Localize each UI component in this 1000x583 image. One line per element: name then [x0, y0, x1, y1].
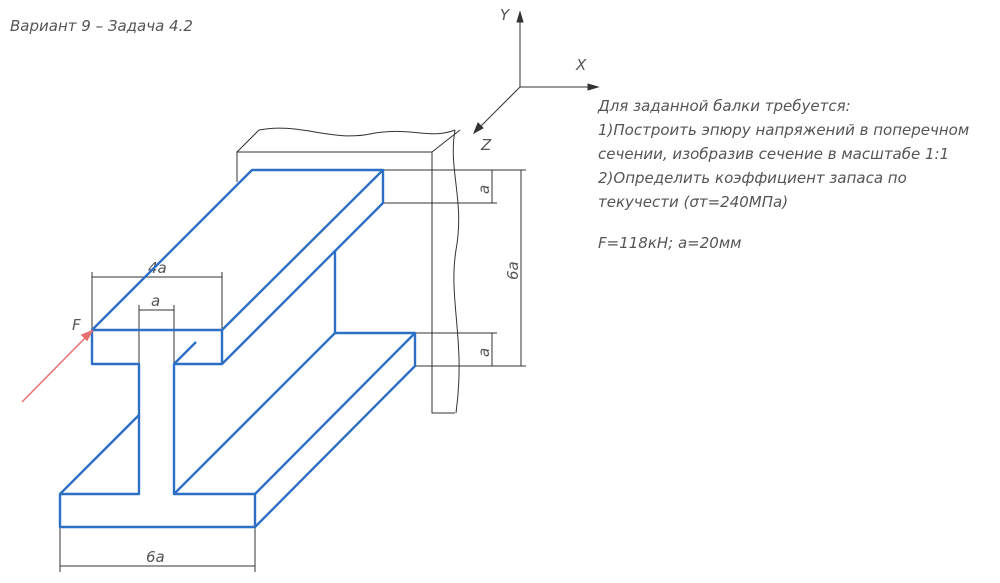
dim-bottom-thickness: a — [475, 348, 493, 357]
task-text: Для заданной балки требуется: 1)Построит… — [597, 97, 969, 252]
coordinate-axes — [473, 10, 600, 135]
dimension-lines — [59, 169, 526, 572]
task-params: F=118кН; a=20мм — [598, 234, 741, 252]
task-line: Для заданной балки требуется: — [597, 97, 851, 115]
axis-x-label: X — [575, 56, 587, 74]
dim-web-width: a — [151, 292, 160, 310]
dim-bottom-width: 6a — [146, 548, 165, 566]
task-line: текучести (σт=240МПа) — [598, 193, 788, 211]
task-line: сечении, изобразив сечение в масштабе 1:… — [598, 145, 949, 163]
task-line: 2)Определить коэффициент запаса по — [598, 169, 907, 187]
drawing-title: Вариант 9 – Задача 4.2 — [10, 17, 193, 35]
axis-z-label: Z — [480, 136, 492, 154]
axis-y-label: Y — [500, 6, 511, 24]
dim-flange-width: 4a — [148, 259, 167, 277]
i-beam — [58, 168, 417, 529]
wall-support — [236, 127, 461, 414]
dim-height: 6a — [504, 261, 522, 280]
task-line: 1)Построить эпюру напряжений в поперечно… — [598, 121, 969, 139]
force-label: F — [72, 316, 81, 334]
dim-top-thickness: a — [475, 185, 493, 194]
force-arrow — [21, 329, 94, 403]
